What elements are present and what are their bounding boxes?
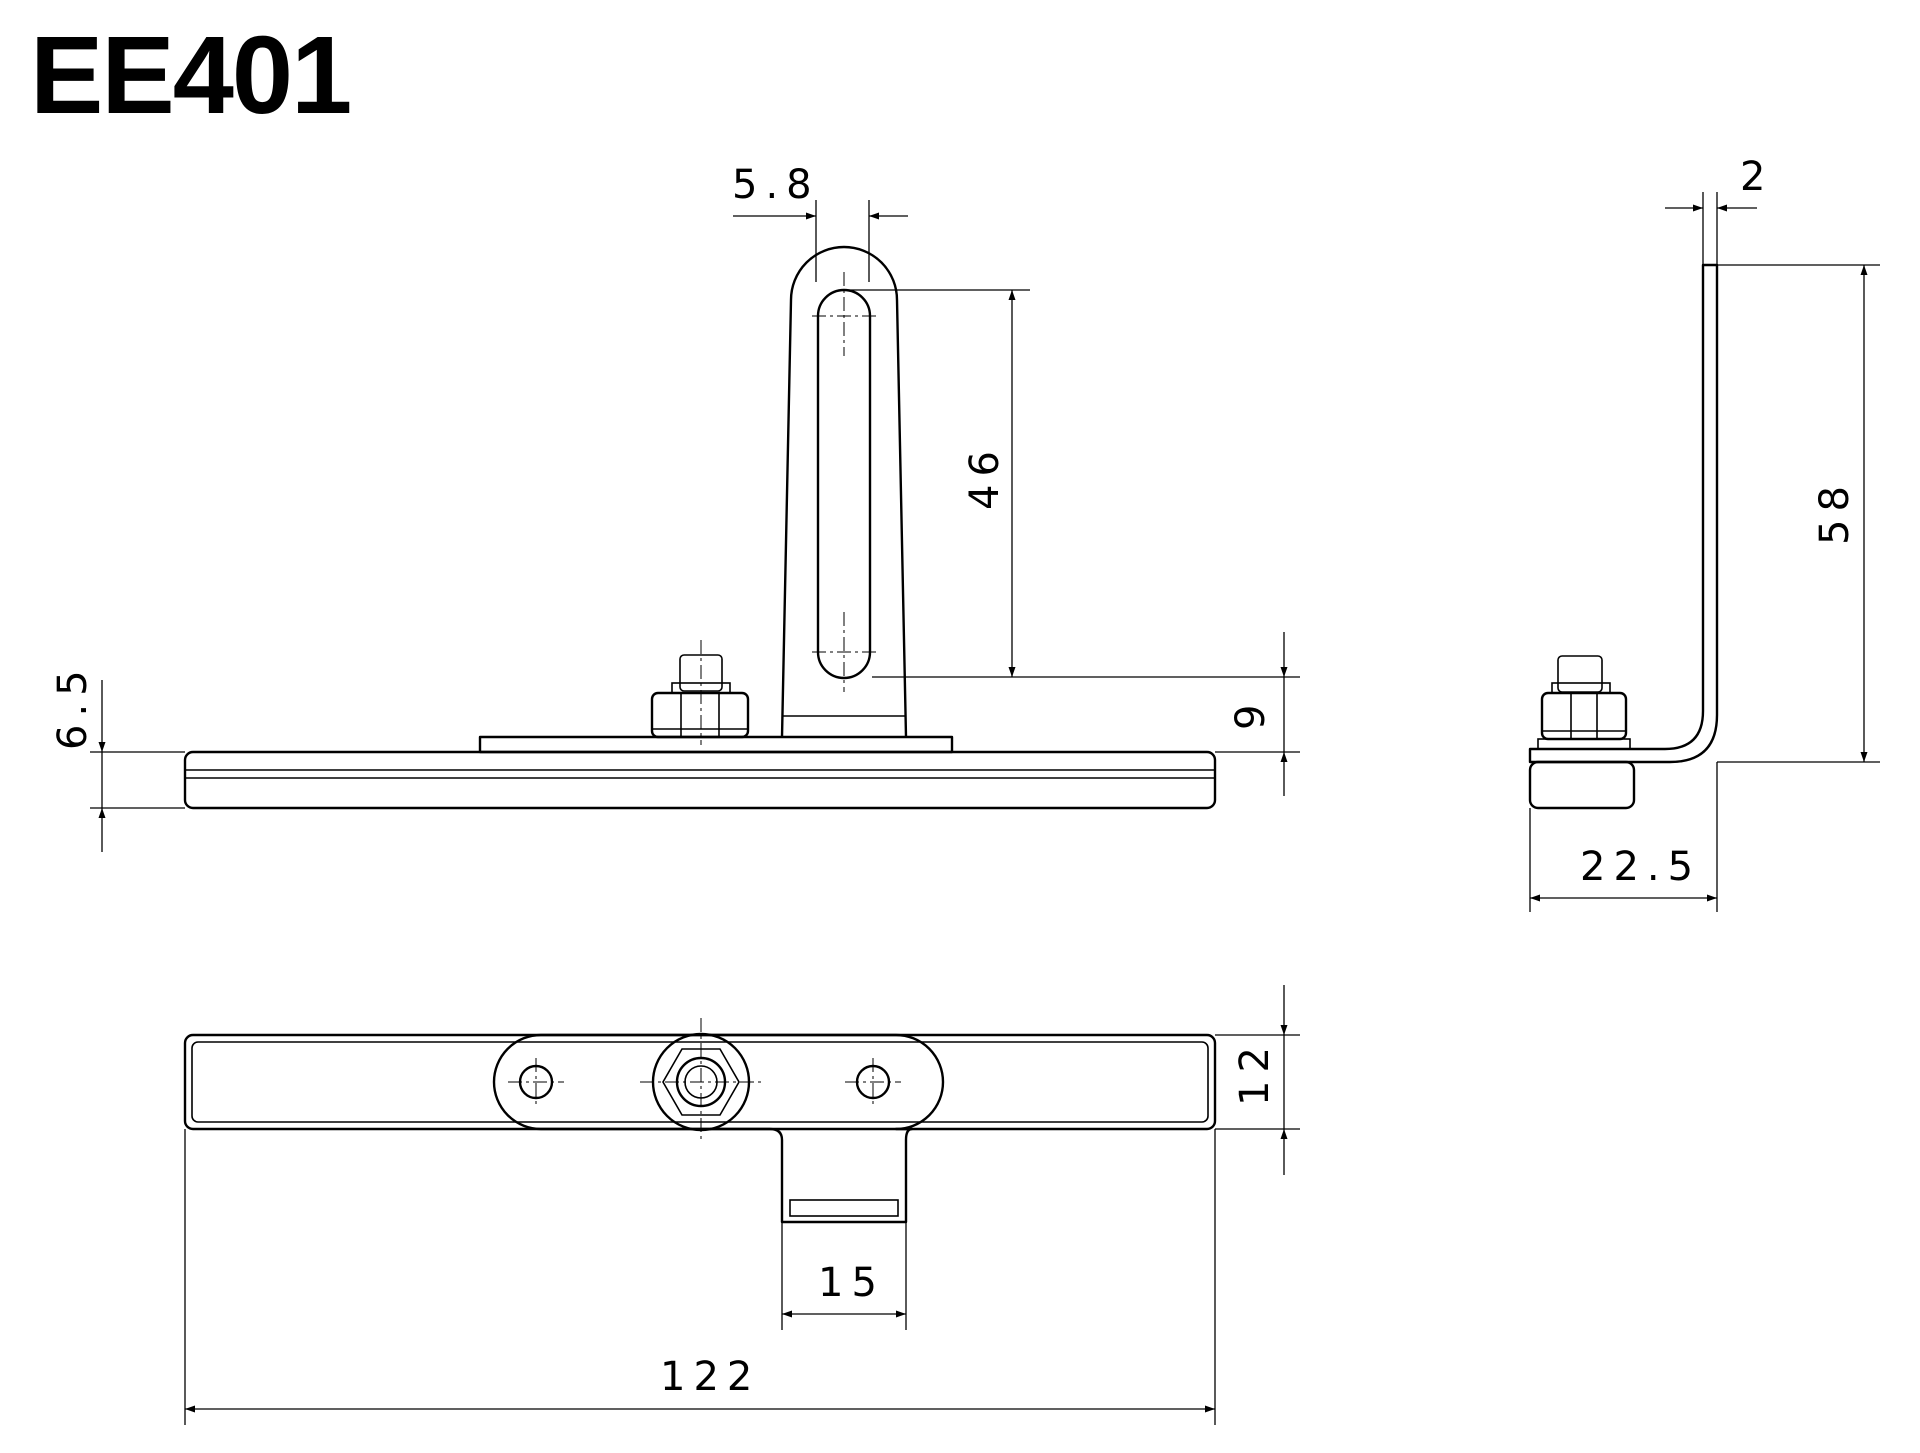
dim-total-length: 122 (184, 1129, 1216, 1425)
side-view: 2 58 22.5 (1528, 154, 1880, 912)
right-mount-hole (845, 1058, 901, 1106)
side-bolt (1537, 655, 1631, 750)
drawing-title: EE401 (30, 14, 350, 137)
dim-plate-height: 12 (1215, 985, 1300, 1175)
front-view: 5.8 46 9 6.5 (50, 162, 1300, 852)
dim-slot-offset-label: 9 (1228, 697, 1274, 730)
top-view: 12 15 122 (183, 985, 1300, 1425)
slotted-arm (780, 245, 908, 738)
top-nut (640, 1018, 762, 1142)
dim-bracket-thickness-label: 2 (1740, 154, 1773, 200)
front-base-bar (183, 750, 1217, 810)
dim-slot-length-label: 46 (962, 443, 1008, 510)
dim-bracket-height-label: 58 (1812, 478, 1858, 545)
left-mount-hole (508, 1058, 564, 1106)
dim-side-depth-label: 22.5 (1580, 844, 1701, 890)
dim-total-length-label: 122 (660, 1354, 760, 1400)
dim-base-thickness: 6.5 (50, 662, 185, 852)
dim-slot-length: 46 (846, 289, 1300, 678)
dim-base-thickness-label: 6.5 (50, 662, 96, 750)
dim-side-depth: 22.5 (1529, 762, 1718, 912)
front-bolt (650, 640, 750, 745)
dim-slot-width: 5.8 (732, 162, 908, 282)
dim-slot-width-label: 5.8 (732, 162, 820, 208)
dim-plate-height-label: 12 (1232, 1039, 1278, 1106)
dim-tab-width: 15 (781, 1222, 907, 1330)
side-base-block (1528, 760, 1636, 810)
dim-bracket-height: 58 (1717, 264, 1880, 763)
front-mount-plate (478, 735, 954, 754)
dim-tab-width-label: 15 (818, 1260, 885, 1306)
dim-slot-offset: 9 (1215, 632, 1300, 796)
dim-bracket-thickness: 2 (1665, 154, 1773, 265)
